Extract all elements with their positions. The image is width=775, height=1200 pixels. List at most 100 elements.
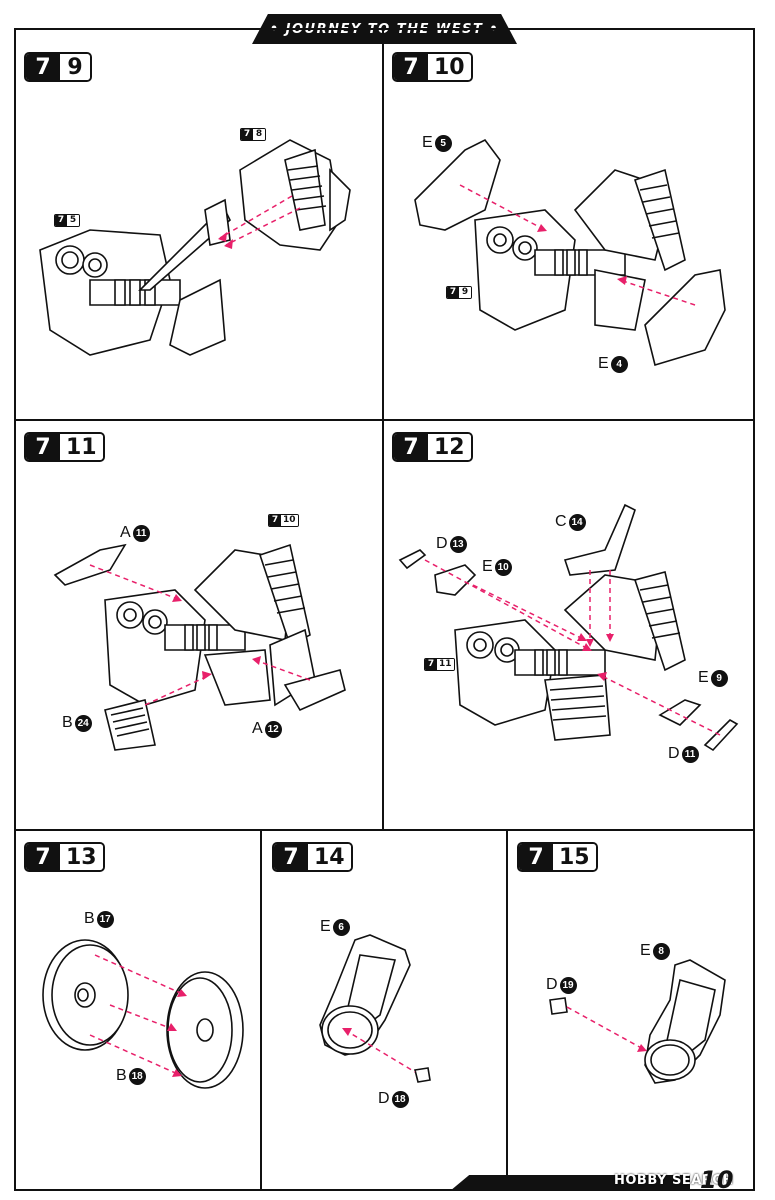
part-letter: A xyxy=(120,524,131,541)
divider-col-top xyxy=(382,28,384,830)
part-label-E8: E 8 xyxy=(640,942,670,960)
part-number: 8 xyxy=(652,942,670,960)
step-major: 7 xyxy=(394,54,428,80)
step-major: 7 xyxy=(26,434,60,460)
step-badge-7-11: 7 11 xyxy=(24,432,105,462)
part-label-E5: E 5 xyxy=(422,134,452,152)
part-label-E10: E 10 xyxy=(482,558,512,576)
ref-major: 7 xyxy=(425,659,437,670)
divider-row1 xyxy=(14,419,755,421)
footer-bar xyxy=(450,1175,690,1191)
part-label-D18: D 18 xyxy=(378,1090,409,1108)
part-number: 14 xyxy=(568,513,586,531)
part-label-B18: B 18 xyxy=(116,1067,146,1085)
assembly-illustration-7-10 xyxy=(414,138,726,367)
part-label-D13: D 13 xyxy=(436,535,467,553)
part-label-A11: A 11 xyxy=(120,524,150,542)
assembly-illustration-7-15 xyxy=(549,959,726,1084)
part-number: 18 xyxy=(128,1067,146,1085)
step-minor: 12 xyxy=(428,434,471,460)
part-letter: C xyxy=(555,513,567,530)
part-letter: B xyxy=(116,1067,127,1084)
part-letter: D xyxy=(546,976,558,993)
part-letter: A xyxy=(252,720,263,737)
assembly-illustration-7-13 xyxy=(42,939,244,1089)
part-letter: D xyxy=(668,745,680,762)
part-label-E6: E 6 xyxy=(320,918,350,936)
ref-badge-7-11: 7 11 xyxy=(424,658,455,671)
part-letter: E xyxy=(698,669,709,686)
part-number: 9 xyxy=(710,669,728,687)
part-number: 24 xyxy=(74,714,92,732)
part-label-D19: D 19 xyxy=(546,976,577,994)
step-minor: 13 xyxy=(60,844,103,870)
assembly-illustration-7-14 xyxy=(319,934,431,1083)
step-minor: 9 xyxy=(60,54,90,80)
part-label-B24: B 24 xyxy=(62,714,92,732)
ref-minor: 9 xyxy=(459,287,471,298)
page-frame xyxy=(14,28,755,1191)
ref-badge-7-9: 7 9 xyxy=(446,286,472,299)
ref-minor: 5 xyxy=(67,215,79,226)
part-label-C14: C 14 xyxy=(555,513,586,531)
part-number: 11 xyxy=(132,524,150,542)
assembly-illustration-7-11 xyxy=(53,543,346,751)
part-label-E9: E 9 xyxy=(698,669,728,687)
part-number: 5 xyxy=(434,134,452,152)
ref-major: 7 xyxy=(269,515,281,526)
step-badge-7-12: 7 12 xyxy=(392,432,473,462)
part-number: 12 xyxy=(264,720,282,738)
ref-badge-7-10: 7 10 xyxy=(268,514,299,527)
part-number: 11 xyxy=(681,745,699,763)
step-major: 7 xyxy=(274,844,308,870)
watermark: HOBBY SEARCH xyxy=(614,1173,734,1188)
part-letter: E xyxy=(598,355,609,372)
divider-row2 xyxy=(14,829,755,831)
part-number: 6 xyxy=(332,918,350,936)
ref-minor: 11 xyxy=(437,659,454,670)
part-label-B17: B 17 xyxy=(84,910,114,928)
ref-minor: 10 xyxy=(281,515,298,526)
page-number: 10 xyxy=(700,1166,734,1194)
part-label-E4: E 4 xyxy=(598,355,628,373)
step-badge-7-14: 7 14 xyxy=(272,842,353,872)
step-minor: 14 xyxy=(308,844,351,870)
part-letter: E xyxy=(422,134,433,151)
step-major: 7 xyxy=(519,844,553,870)
step-badge-7-10: 7 10 xyxy=(392,52,473,82)
part-letter: E xyxy=(640,942,651,959)
step-major: 7 xyxy=(394,434,428,460)
part-number: 13 xyxy=(449,535,467,553)
step-badge-7-15: 7 15 xyxy=(517,842,598,872)
step-minor: 10 xyxy=(428,54,471,80)
step-badge-7-9: 7 9 xyxy=(24,52,92,82)
part-number: 4 xyxy=(610,355,628,373)
part-number: 17 xyxy=(96,910,114,928)
ref-major: 7 xyxy=(447,287,459,298)
step-major: 7 xyxy=(26,844,60,870)
ref-badge-7-5: 7 5 xyxy=(54,214,80,227)
step-minor: 11 xyxy=(60,434,103,460)
step-badge-7-13: 7 13 xyxy=(24,842,105,872)
part-letter: B xyxy=(62,714,73,731)
part-letter: B xyxy=(84,910,95,927)
part-label-D11: D 11 xyxy=(668,745,699,763)
part-letter: E xyxy=(320,918,331,935)
ref-major: 7 xyxy=(55,215,67,226)
part-number: 18 xyxy=(391,1090,409,1108)
part-label-A12: A 12 xyxy=(252,720,282,738)
part-letter: D xyxy=(378,1090,390,1107)
divider-col-bottom-1 xyxy=(260,830,262,1191)
ref-minor: 8 xyxy=(253,129,265,140)
part-letter: E xyxy=(482,558,493,575)
step-major: 7 xyxy=(26,54,60,80)
ref-badge-7-8: 7 8 xyxy=(240,128,266,141)
part-number: 19 xyxy=(559,976,577,994)
ref-major: 7 xyxy=(241,129,253,140)
divider-col-bottom-2 xyxy=(506,830,508,1191)
part-number: 10 xyxy=(494,558,512,576)
part-letter: D xyxy=(436,535,448,552)
assembly-illustration-7-12 xyxy=(398,503,739,752)
assembly-illustration-7-9 xyxy=(39,139,351,356)
step-minor: 15 xyxy=(553,844,596,870)
